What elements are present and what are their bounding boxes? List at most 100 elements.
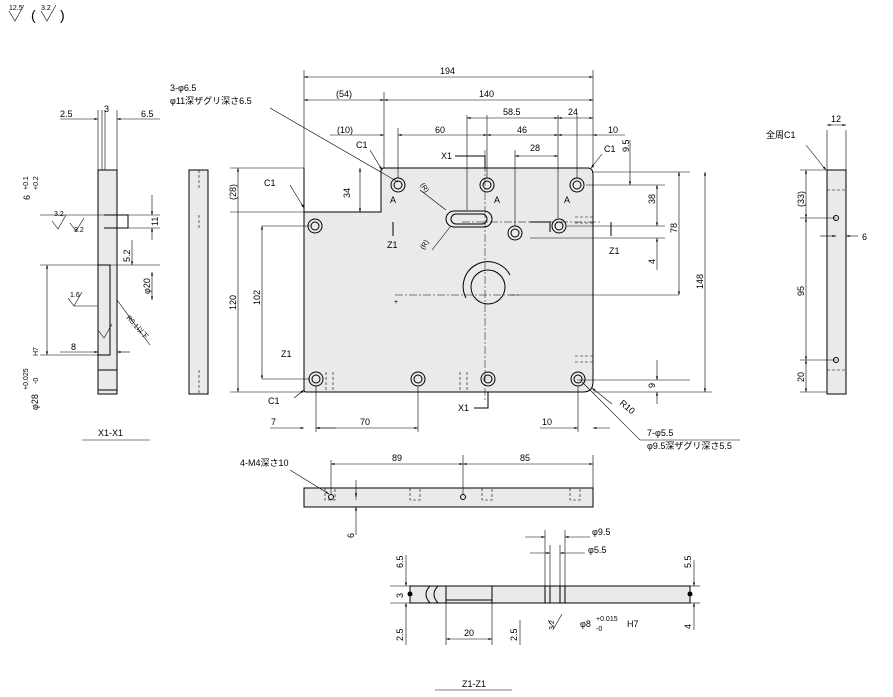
dim-span-46: 46: [517, 125, 527, 135]
x1-dim-3: 3: [104, 104, 109, 114]
z1-dim-4: 4: [683, 624, 693, 629]
note-top-holes-line2: φ11深ザグリ深さ6.5: [170, 95, 252, 106]
x1-dim-11: 11: [150, 217, 160, 226]
chamfer-c1-right: C1: [604, 144, 616, 154]
chamfer-c1-left: C1: [264, 178, 276, 188]
dim-height-148: 148: [695, 274, 705, 289]
svg-text:3.2: 3.2: [54, 211, 64, 218]
section-z1-view: 6.5 3 2.5 20 2.5 φ9.5 φ5.5 3.2 φ8 +0.015…: [390, 527, 700, 691]
bottom-dim-89: 89: [392, 453, 402, 463]
finish-mark-icon: [8, 4, 25, 22]
side-dim-12: 12: [831, 114, 841, 124]
finish-mark-alt-icon: [40, 4, 57, 22]
z1-bore-5-5: φ5.5: [588, 545, 606, 555]
radius-r10: R10: [618, 398, 637, 416]
x1-bore-20: φ20: [142, 278, 152, 294]
dim-span-28: 28: [530, 143, 540, 153]
x1-bore-28: φ28: [30, 394, 40, 410]
radius-r-top: (R): [418, 182, 429, 194]
dim-height-102: 102: [252, 290, 262, 305]
bottom-note-tap: 4-M4深さ10: [240, 458, 289, 468]
side-dim-20: 20: [796, 372, 806, 382]
x1-dim-6-5: 6.5: [141, 109, 154, 119]
finish-value: 12.5: [9, 5, 23, 12]
x1-thickness-6: 6: [22, 195, 32, 200]
side-dim-33: (33): [796, 191, 806, 207]
edge-view-left: [188, 169, 209, 395]
side-dim-6: 6: [862, 232, 867, 242]
side-view: 12 全周C1 (33) 95 20 6: [766, 114, 867, 395]
dim-offset-10: (10): [337, 125, 353, 135]
side-hole-right: [551, 218, 567, 234]
dim-span-78: 78: [669, 223, 679, 233]
z1-dim-6-5: 6.5: [395, 555, 405, 568]
z1-bore-8: φ8: [580, 619, 591, 629]
svg-text:3.2: 3.2: [74, 227, 84, 234]
z1-dim-2-5a: 2.5: [395, 628, 405, 641]
main-bore: [462, 261, 511, 305]
slot: [445, 210, 493, 228]
dim-height-28: (28): [228, 184, 238, 200]
dim-span-140: 140: [479, 89, 494, 99]
x1-title: X1-X1: [98, 428, 123, 438]
bottom-hole-3: [480, 371, 496, 387]
z1-dim-3: 3: [395, 593, 405, 598]
x1-bore-28-tol-plus: +0.025: [23, 368, 30, 390]
dim-width-194: 194: [440, 66, 455, 76]
z1-bore-9-5: φ9.5: [592, 527, 610, 537]
view-a-2: A: [494, 195, 500, 205]
dim-span-9: 9: [647, 383, 657, 388]
z1-bore-8-fit: H7: [627, 619, 639, 629]
section-x1-view: 2.5 3 6.5 6 +0.1 +0.2 3.2 3.2 11 5.2 φ20…: [22, 104, 160, 441]
dim-span-24: 24: [568, 107, 578, 117]
paren-open: (: [31, 7, 36, 23]
front-view: + 194 (54) 140 (10) 60 46 10: [170, 66, 740, 451]
z1-dim-5-5: 5.5: [683, 555, 693, 568]
chamfer-c1-bottom: C1: [268, 396, 280, 406]
x1-bore-28-tol-minus: -0: [33, 378, 40, 384]
dim-bottom-70: 70: [360, 417, 370, 427]
dim-span-4: 4: [647, 259, 657, 264]
note-bottom-holes-line1: 7-φ5.5: [647, 428, 673, 438]
x1-tol-plus: +0.1: [23, 176, 30, 190]
bottom-dim-6: 6: [346, 533, 356, 538]
bottom-view: 89 85 4-M4深さ10 6: [240, 453, 594, 538]
x1-dim-2-5: 2.5: [60, 109, 73, 119]
section-z1-left: Z1: [387, 240, 398, 250]
side-dim-95: 95: [796, 286, 806, 296]
dim-span-58-5: 58.5: [503, 107, 521, 117]
dim-span-34: 34: [342, 188, 352, 198]
svg-text:3.2: 3.2: [549, 620, 556, 630]
x1-bore-28-fit: H7: [33, 347, 40, 356]
x1-dim-8: 8: [71, 342, 76, 352]
plate-outline: [303, 167, 594, 393]
view-a-3: A: [564, 195, 570, 205]
x1-dim-5-2: 5.2: [122, 249, 132, 262]
z1-dim-2-5b: 2.5: [509, 628, 519, 641]
finish-value-alt: 3.2: [41, 5, 51, 12]
section-z1-bottom: Z1: [281, 349, 292, 359]
chamfer-c1-top: C1: [356, 140, 368, 150]
radius-r-bottom: (R): [420, 239, 431, 251]
svg-text:+: +: [394, 299, 398, 306]
dim-span-60: 60: [435, 125, 445, 135]
z1-title: Z1-Z1: [462, 679, 486, 689]
view-a-1: A: [390, 195, 396, 205]
dim-span-9-5: 9.5: [621, 139, 631, 152]
dim-height-120: 120: [228, 295, 238, 310]
z1-bore-8-tol-plus: +0.015: [596, 616, 618, 623]
finish-mark-icon: [51, 214, 67, 230]
surface-finish-header: 12.5 ( 3.2 ): [8, 4, 65, 23]
paren-close: ): [60, 7, 65, 23]
x1-tol-plus2: +0.2: [33, 176, 40, 190]
section-x1-top: X1: [441, 151, 452, 161]
dim-bottom-10: 10: [542, 417, 552, 427]
side-note-chamfer: 全周C1: [766, 129, 796, 140]
note-bottom-holes-line2: φ9.5深ザグリ深さ5.5: [647, 440, 732, 451]
bottom-dim-85: 85: [520, 453, 530, 463]
x1-note-r: R0.1以下: [125, 314, 150, 341]
note-top-holes-line1: 3-φ6.5: [170, 83, 196, 93]
z1-dim-20: 20: [464, 628, 474, 638]
finish-mark-icon: [69, 217, 85, 232]
